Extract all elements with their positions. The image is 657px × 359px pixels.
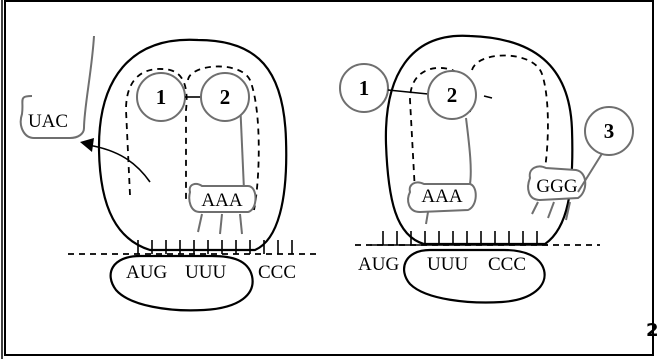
right-large-subunit bbox=[384, 34, 574, 246]
left-codon-ticks bbox=[137, 240, 293, 254]
left-site-a-outline bbox=[187, 65, 260, 211]
outer-frame bbox=[4, 0, 654, 356]
right-bound-anticodon: AAA bbox=[421, 186, 462, 207]
right-small-subunit bbox=[402, 248, 546, 304]
left-trna-leg bbox=[197, 213, 203, 233]
left-bound-anticodon: AAA bbox=[201, 190, 242, 211]
right-incoming-leg bbox=[547, 201, 555, 219]
left-large-subunit bbox=[97, 38, 288, 252]
right-site-1-circle bbox=[339, 63, 389, 113]
stage-label: المرحلة 2 bbox=[646, 320, 657, 341]
right-site-3-circle bbox=[584, 106, 634, 156]
left-panel: AAA 1 2 UAC AUG UUU CCC bbox=[19, 35, 318, 312]
right-codon-3: CCC bbox=[488, 254, 526, 275]
right-site-2-circle bbox=[427, 70, 477, 120]
left-site-1-label: 1 bbox=[156, 85, 167, 109]
right-site-1-label: 1 bbox=[359, 76, 370, 100]
right-site-2-label: 2 bbox=[447, 83, 458, 107]
left-trna-leg bbox=[239, 213, 243, 235]
right-peptide-bond bbox=[387, 89, 429, 95]
right-trna-stem bbox=[465, 117, 472, 185]
right-trna-anticodon-loop bbox=[407, 181, 477, 214]
left-codon-1: AUG bbox=[126, 262, 167, 283]
right-trna-leg bbox=[425, 211, 429, 225]
left-exit-arrowhead bbox=[80, 138, 94, 152]
left-released-trna bbox=[19, 35, 95, 139]
right-panel: AAA GGG 1 2 3 AUG UUU CCC المرحلة 2 bbox=[339, 34, 657, 341]
right-site-a-outline bbox=[471, 54, 549, 191]
left-exit-arrow bbox=[87, 144, 151, 183]
left-small-subunit bbox=[109, 254, 254, 312]
right-site-2-tick bbox=[483, 95, 493, 99]
left-trna-leg bbox=[219, 213, 223, 235]
left-released-anticodon: UAC bbox=[28, 111, 68, 132]
right-incoming-anticodon-loop bbox=[527, 165, 587, 202]
right-incoming-anticodon: GGG bbox=[536, 176, 577, 197]
right-codon-1: AUG bbox=[358, 254, 399, 275]
right-site-3-label: 3 bbox=[604, 119, 615, 143]
left-trna-anticodon-loop bbox=[188, 183, 257, 213]
left-codon-3: CCC bbox=[258, 262, 296, 283]
right-codon-2: UUU bbox=[427, 254, 468, 275]
left-site-2-circle bbox=[200, 72, 250, 122]
left-site-2-label: 2 bbox=[220, 85, 231, 109]
right-incoming-leg bbox=[565, 201, 571, 221]
right-codon-ticks bbox=[382, 231, 538, 245]
right-incoming-leg bbox=[531, 201, 539, 215]
left-codon-2: UUU bbox=[185, 262, 226, 283]
